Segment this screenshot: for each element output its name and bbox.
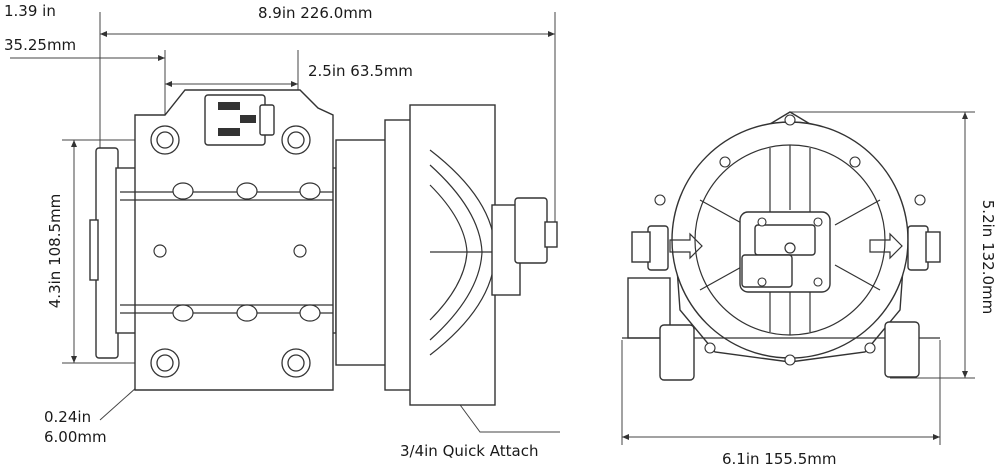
top-left-in-label: 1.39 in [4, 2, 56, 20]
pump-front-view [621, 111, 975, 445]
height-left-label: 4.3in 108.5mm [46, 193, 64, 309]
dimension-lines-left [10, 12, 560, 433]
overall-length-label: 8.9in 226.0mm [258, 4, 373, 22]
mount-spacing-label: 2.5in 63.5mm [308, 62, 413, 80]
hole-in-label: 0.24in [44, 408, 92, 426]
height-right-label: 5.2in 132.0mm [979, 199, 997, 315]
top-left-mm-label: 35.25mm [4, 36, 77, 54]
pump-side-view [89, 89, 558, 406]
width-right-label: 6.1in 155.5mm [722, 450, 837, 468]
quick-attach-label: 3/4in Quick Attach [400, 442, 539, 460]
hole-mm-label: 6.00mm [44, 428, 107, 446]
